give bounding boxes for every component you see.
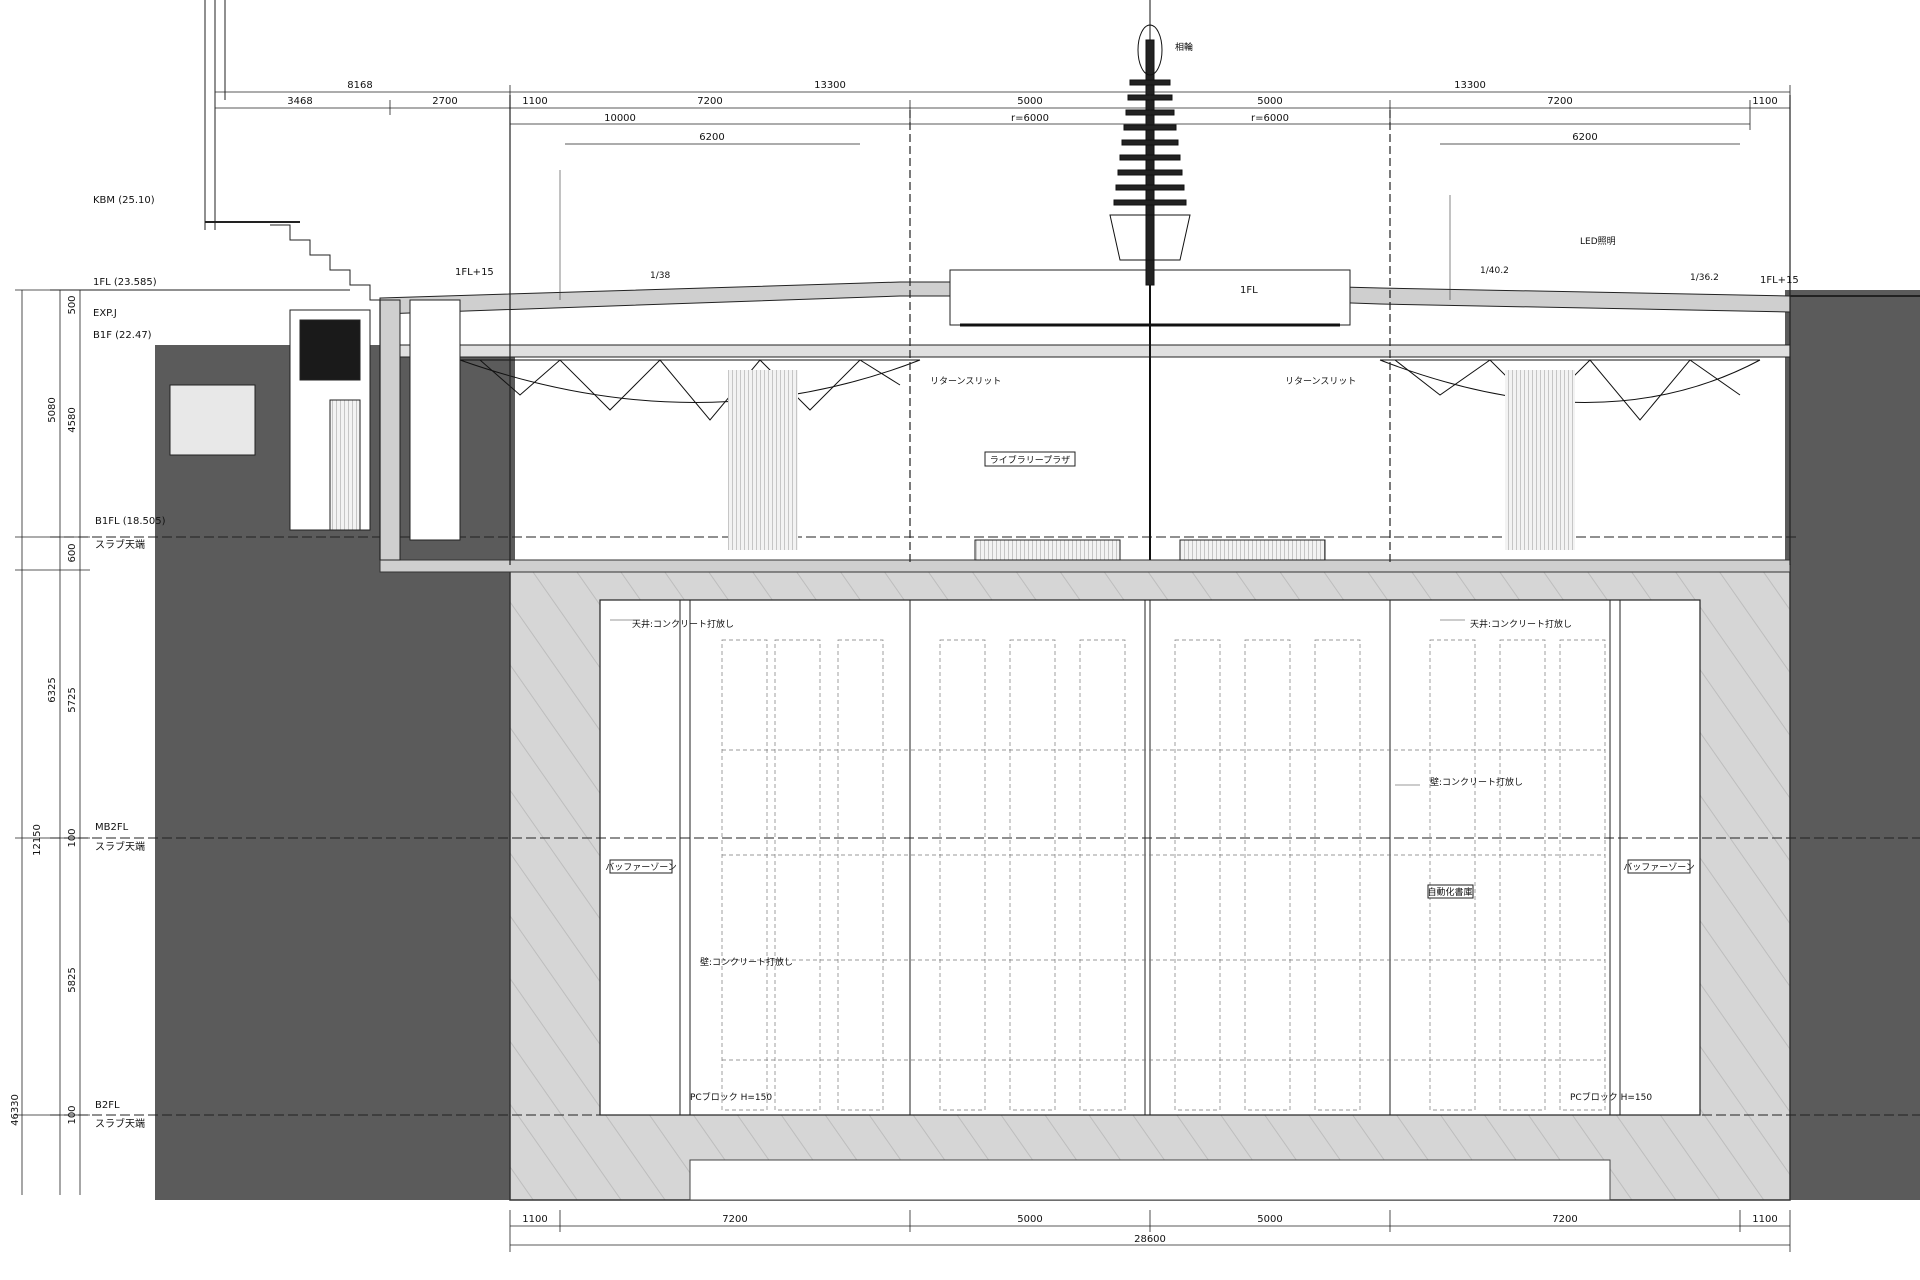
return-slit-right-label: リターンスリット xyxy=(1285,376,1356,387)
left-dim-100b: 100 xyxy=(67,1105,78,1124)
top-dims-row1: 8168 13300 13300 xyxy=(347,80,1486,91)
level-b1f-guide: B1F (22.47) xyxy=(93,330,152,341)
buffer-zone-right-label: バッファーゾーン xyxy=(1623,862,1695,873)
slope-left-label: 1/38 xyxy=(650,271,670,281)
bottom-dim-c: 5000 xyxy=(1017,1214,1042,1225)
foundation-pier xyxy=(169,384,256,456)
top-dims-row2: 3468 2700 1100 7200 5000 5000 7200 1100 xyxy=(287,96,1777,107)
wall-right-label: 壁:コンクリート打放し xyxy=(1430,776,1523,788)
bottom-dim-d: 5000 xyxy=(1257,1214,1282,1225)
stair-area xyxy=(204,0,461,561)
wall-left-label: 壁:コンクリート打放し xyxy=(700,956,793,968)
ceiling-right-label: 天井:コンクリート打放し xyxy=(1470,618,1572,630)
left-dim-5725: 5725 xyxy=(67,687,78,712)
top-dim-r1: r=6000 xyxy=(1011,113,1049,124)
left-dim-total: 46330 xyxy=(10,1094,21,1126)
top-dim-d: 7200 xyxy=(697,96,722,107)
storage-columns xyxy=(679,600,1621,1115)
left-dim-500: 500 xyxy=(67,295,78,314)
spire-label: 相輪 xyxy=(1175,41,1193,53)
pc-block-left-label: PCブロック H=150 xyxy=(690,1091,772,1103)
slope-right2-label: 1/36.2 xyxy=(1690,273,1719,283)
top-dim-10000: 10000 xyxy=(604,113,636,124)
left-dim-6325: 6325 xyxy=(47,677,58,702)
level-mb2fl: MB2FL xyxy=(95,822,129,833)
level-1fl-left: 1FL+15 xyxy=(455,267,494,278)
top-dim-r2: r=6000 xyxy=(1251,113,1289,124)
storage-racks xyxy=(721,639,1606,1111)
slope-right1-label: 1/40.2 xyxy=(1480,266,1509,276)
level-exp: EXP.J xyxy=(93,308,117,319)
level-1fl: 1FL (23.585) xyxy=(93,277,157,288)
bottom-dims-row1: 1100 7200 5000 5000 7200 1100 xyxy=(522,1214,1777,1225)
level-kbm: KBM (25.10) xyxy=(93,195,155,206)
base-slab-void xyxy=(689,1159,1611,1201)
top-dim-2: 13300 xyxy=(814,80,846,91)
left-dim-5080: 5080 xyxy=(47,397,58,422)
left-dim-4580: 4580 xyxy=(67,407,78,432)
bottom-dim-a: 1100 xyxy=(522,1214,547,1225)
bottom-dim-b: 7200 xyxy=(722,1214,747,1225)
louver-left xyxy=(728,370,798,550)
ceiling-left-label: 天井:コンクリート打放し xyxy=(632,618,734,630)
soil-right xyxy=(1785,290,1920,1200)
left-dim-5825: 5825 xyxy=(67,967,78,992)
floor-grille-left xyxy=(974,539,1121,561)
level-slab1: スラブ天端 xyxy=(95,538,145,551)
top-dim-c: 1100 xyxy=(522,96,547,107)
top-dimension-lines xyxy=(214,85,1791,145)
top-dim-6200a: 6200 xyxy=(699,132,724,143)
level-b1fl: B1FL (18.505) xyxy=(95,516,166,527)
bottom-dim-e: 7200 xyxy=(1552,1214,1577,1225)
ceiling-beam xyxy=(389,344,1791,358)
level-slab3: スラブ天端 xyxy=(95,1117,145,1130)
level-labels: KBM (25.10) 1FL (23.585) EXP.J B1F (22.4… xyxy=(93,195,1799,1130)
top-dim-h: 1100 xyxy=(1752,96,1777,107)
top-dim-6200b: 6200 xyxy=(1572,132,1597,143)
room-labels: ライブラリープラザ バッファーゾーン バッファーゾーン 自動化書庫 PCブロック… xyxy=(605,41,1719,1103)
frame-lines xyxy=(379,95,1791,565)
louver-right xyxy=(1505,370,1575,550)
b1f-floor-slab xyxy=(379,559,1791,573)
bottom-dim-total: 28600 xyxy=(1134,1234,1166,1245)
floor-grille-right xyxy=(1179,539,1326,561)
return-slit-left-label: リターンスリット xyxy=(930,376,1001,387)
bottom-dimension-lines xyxy=(509,1210,1791,1252)
left-dim-100a: 100 xyxy=(67,828,78,847)
left-dimension-lines xyxy=(15,289,90,1195)
top-dim-1: 8168 xyxy=(347,80,372,91)
truss-left xyxy=(459,359,921,421)
top-dim-f: 5000 xyxy=(1257,96,1282,107)
top-dim-3: 13300 xyxy=(1454,80,1486,91)
left-dim-12150: 12150 xyxy=(32,824,43,856)
level-b2fl: B2FL xyxy=(95,1100,120,1111)
auto-storage-label: 自動化書庫 xyxy=(1427,886,1472,898)
top-dim-e: 5000 xyxy=(1017,96,1042,107)
top-dims-row3: 10000 r=6000 r=6000 xyxy=(604,113,1289,124)
level-slab2: スラブ天端 xyxy=(95,840,145,853)
top-dims-row4: 6200 6200 xyxy=(699,132,1597,143)
top-dim-a: 3468 xyxy=(287,96,312,107)
pc-block-right-label: PCブロック H=150 xyxy=(1570,1091,1652,1103)
top-dim-b: 2700 xyxy=(432,96,457,107)
left-dim-600: 600 xyxy=(67,543,78,562)
leader-lines xyxy=(559,170,1465,786)
bottom-dim-f: 1100 xyxy=(1752,1214,1777,1225)
level-1fl-right: 1FL+15 xyxy=(1760,275,1799,286)
buffer-zone-left-label: バッファーゾーン xyxy=(605,862,677,873)
level-1fl-center: 1FL xyxy=(1240,285,1258,296)
library-plaza-label: ライブラリープラザ xyxy=(990,454,1070,466)
left-dims: 500 5080 4580 600 6325 5725 12150 100 58… xyxy=(10,295,78,1125)
top-dim-g: 7200 xyxy=(1547,96,1572,107)
led-light-label: LED照明 xyxy=(1580,236,1616,247)
